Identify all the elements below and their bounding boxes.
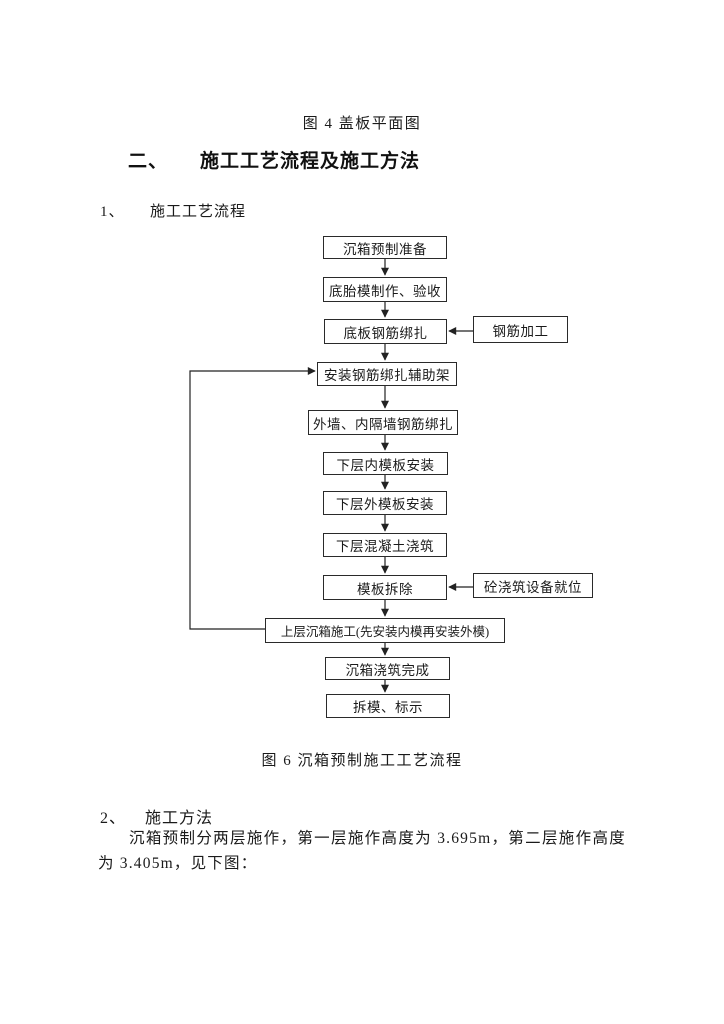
flow-step-lower-inner-form: 下层内模板安装	[323, 452, 448, 475]
subsection1-number: 1、	[100, 204, 125, 220]
flow-step-bottom-formwork: 底胎模制作、验收	[323, 277, 447, 302]
flow-side-rebar-processing: 钢筋加工	[473, 316, 568, 343]
flow-step-upper-caisson: 上层沉箱施工(先安装内模再安装外模)	[265, 618, 505, 643]
feedback-loop-line	[189, 367, 316, 630]
flow-step-lower-concrete: 下层混凝土浇筑	[323, 533, 447, 557]
subsection2-number: 2、	[100, 810, 127, 827]
flow-step-preparation: 沉箱预制准备	[323, 236, 447, 259]
figure4-caption: 图 4 盖板平面图	[302, 116, 422, 132]
subsection2-title: 施工方法	[145, 810, 214, 827]
flow-step-lower-outer-form: 下层外模板安装	[323, 491, 447, 515]
flow-step-form-removal: 模板拆除	[323, 575, 447, 600]
subsection2-heading: 2、 施工方法	[100, 804, 213, 828]
figure6-caption: 图 6 沉箱预制施工工艺流程	[261, 753, 463, 769]
flow-step-wall-rebar: 外墙、内隔墙钢筋绑扎	[308, 410, 458, 435]
section-heading-number: 二、	[128, 151, 169, 172]
flow-step-pour-complete: 沉箱浇筑完成	[325, 657, 450, 680]
section-heading: 二、 施工工艺流程及施工方法	[128, 146, 420, 173]
subsection1-heading: 1、 施工工艺流程	[100, 200, 246, 221]
flow-step-bottom-rebar: 底板钢筋绑扎	[324, 319, 447, 344]
section-heading-title: 施工工艺流程及施工方法	[200, 151, 421, 172]
flow-side-concrete-equipment: 砼浇筑设备就位	[473, 573, 593, 598]
flow-step-aux-frame: 安装钢筋绑扎辅助架	[317, 362, 457, 386]
subsection1-title: 施工工艺流程	[150, 204, 247, 220]
body-paragraph: 沉箱预制分两层施作，第一层施作高度为 3.695m，第二层施作高度为 3.405…	[98, 830, 626, 872]
flow-step-strip-mark: 拆模、标示	[326, 694, 450, 718]
